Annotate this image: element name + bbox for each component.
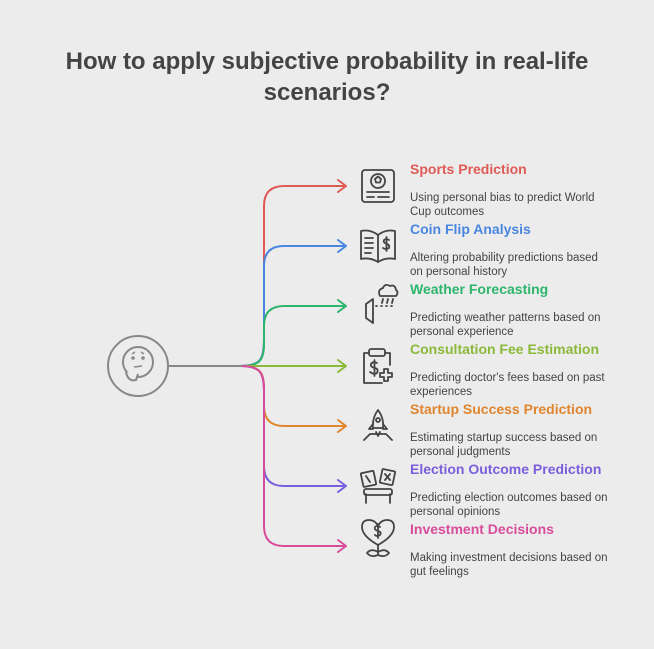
- item-description: Making investment decisions based on gut…: [410, 552, 608, 578]
- item-description: Predicting election outcomes based on pe…: [410, 492, 608, 518]
- item-investment-decisions: Investment Decisions Making investment d…: [410, 521, 620, 579]
- item-sports-prediction: Sports Prediction Using personal bias to…: [410, 161, 620, 219]
- item-title: Weather Forecasting: [410, 281, 549, 297]
- branch-sports: [239, 179, 347, 367]
- item-description: Predicting weather patterns based on per…: [410, 312, 601, 338]
- item-title: Investment Decisions: [410, 521, 554, 537]
- item-title: Startup Success Prediction: [410, 401, 593, 417]
- heart-dollar-icon: [361, 519, 395, 558]
- open-book-dollar-icon: [360, 229, 396, 263]
- branch-investment: [239, 365, 347, 553]
- title-line-1: How to apply subjective probability in r…: [65, 48, 589, 75]
- rocket-launch-icon: [363, 409, 393, 441]
- item-description: Estimating startup success based on pers…: [410, 432, 598, 458]
- page-title: How to apply subjective probability in r…: [0, 46, 654, 108]
- branch-weather: [239, 299, 347, 367]
- item-weather-forecasting: Weather Forecasting Predicting weather p…: [410, 281, 620, 339]
- item-election-outcome-prediction: Election Outcome Prediction Predicting e…: [410, 461, 620, 519]
- item-description: Using personal bias to predict World Cup…: [410, 192, 595, 218]
- item-title: Sports Prediction: [410, 161, 527, 177]
- weather-rain-icon: [365, 283, 399, 324]
- item-consultation-fee-estimation: Consultation Fee Estimation Predicting d…: [410, 341, 620, 399]
- branch-election: [239, 365, 347, 493]
- title-line-2: scenarios?: [263, 79, 391, 106]
- item-title: Consultation Fee Estimation: [410, 341, 600, 357]
- item-startup-success-prediction: Startup Success Prediction Estimating st…: [410, 401, 620, 459]
- branch-startup: [239, 365, 347, 433]
- soccer-card-icon: [361, 169, 395, 203]
- ballot-box-icon: [359, 468, 397, 504]
- item-title: Coin Flip Analysis: [410, 221, 531, 237]
- thinking-face-icon: [107, 335, 169, 397]
- item-coin-flip-analysis: Coin Flip Analysis Altering probability …: [410, 221, 620, 279]
- branch-coin: [239, 239, 347, 367]
- branch-consultation: [239, 359, 347, 373]
- item-description: Altering probability predictions based o…: [410, 252, 598, 278]
- item-title: Election Outcome Prediction: [410, 461, 602, 477]
- clipboard-dollar-icon: [363, 348, 393, 384]
- item-description: Predicting doctor's fees based on past e…: [410, 372, 605, 398]
